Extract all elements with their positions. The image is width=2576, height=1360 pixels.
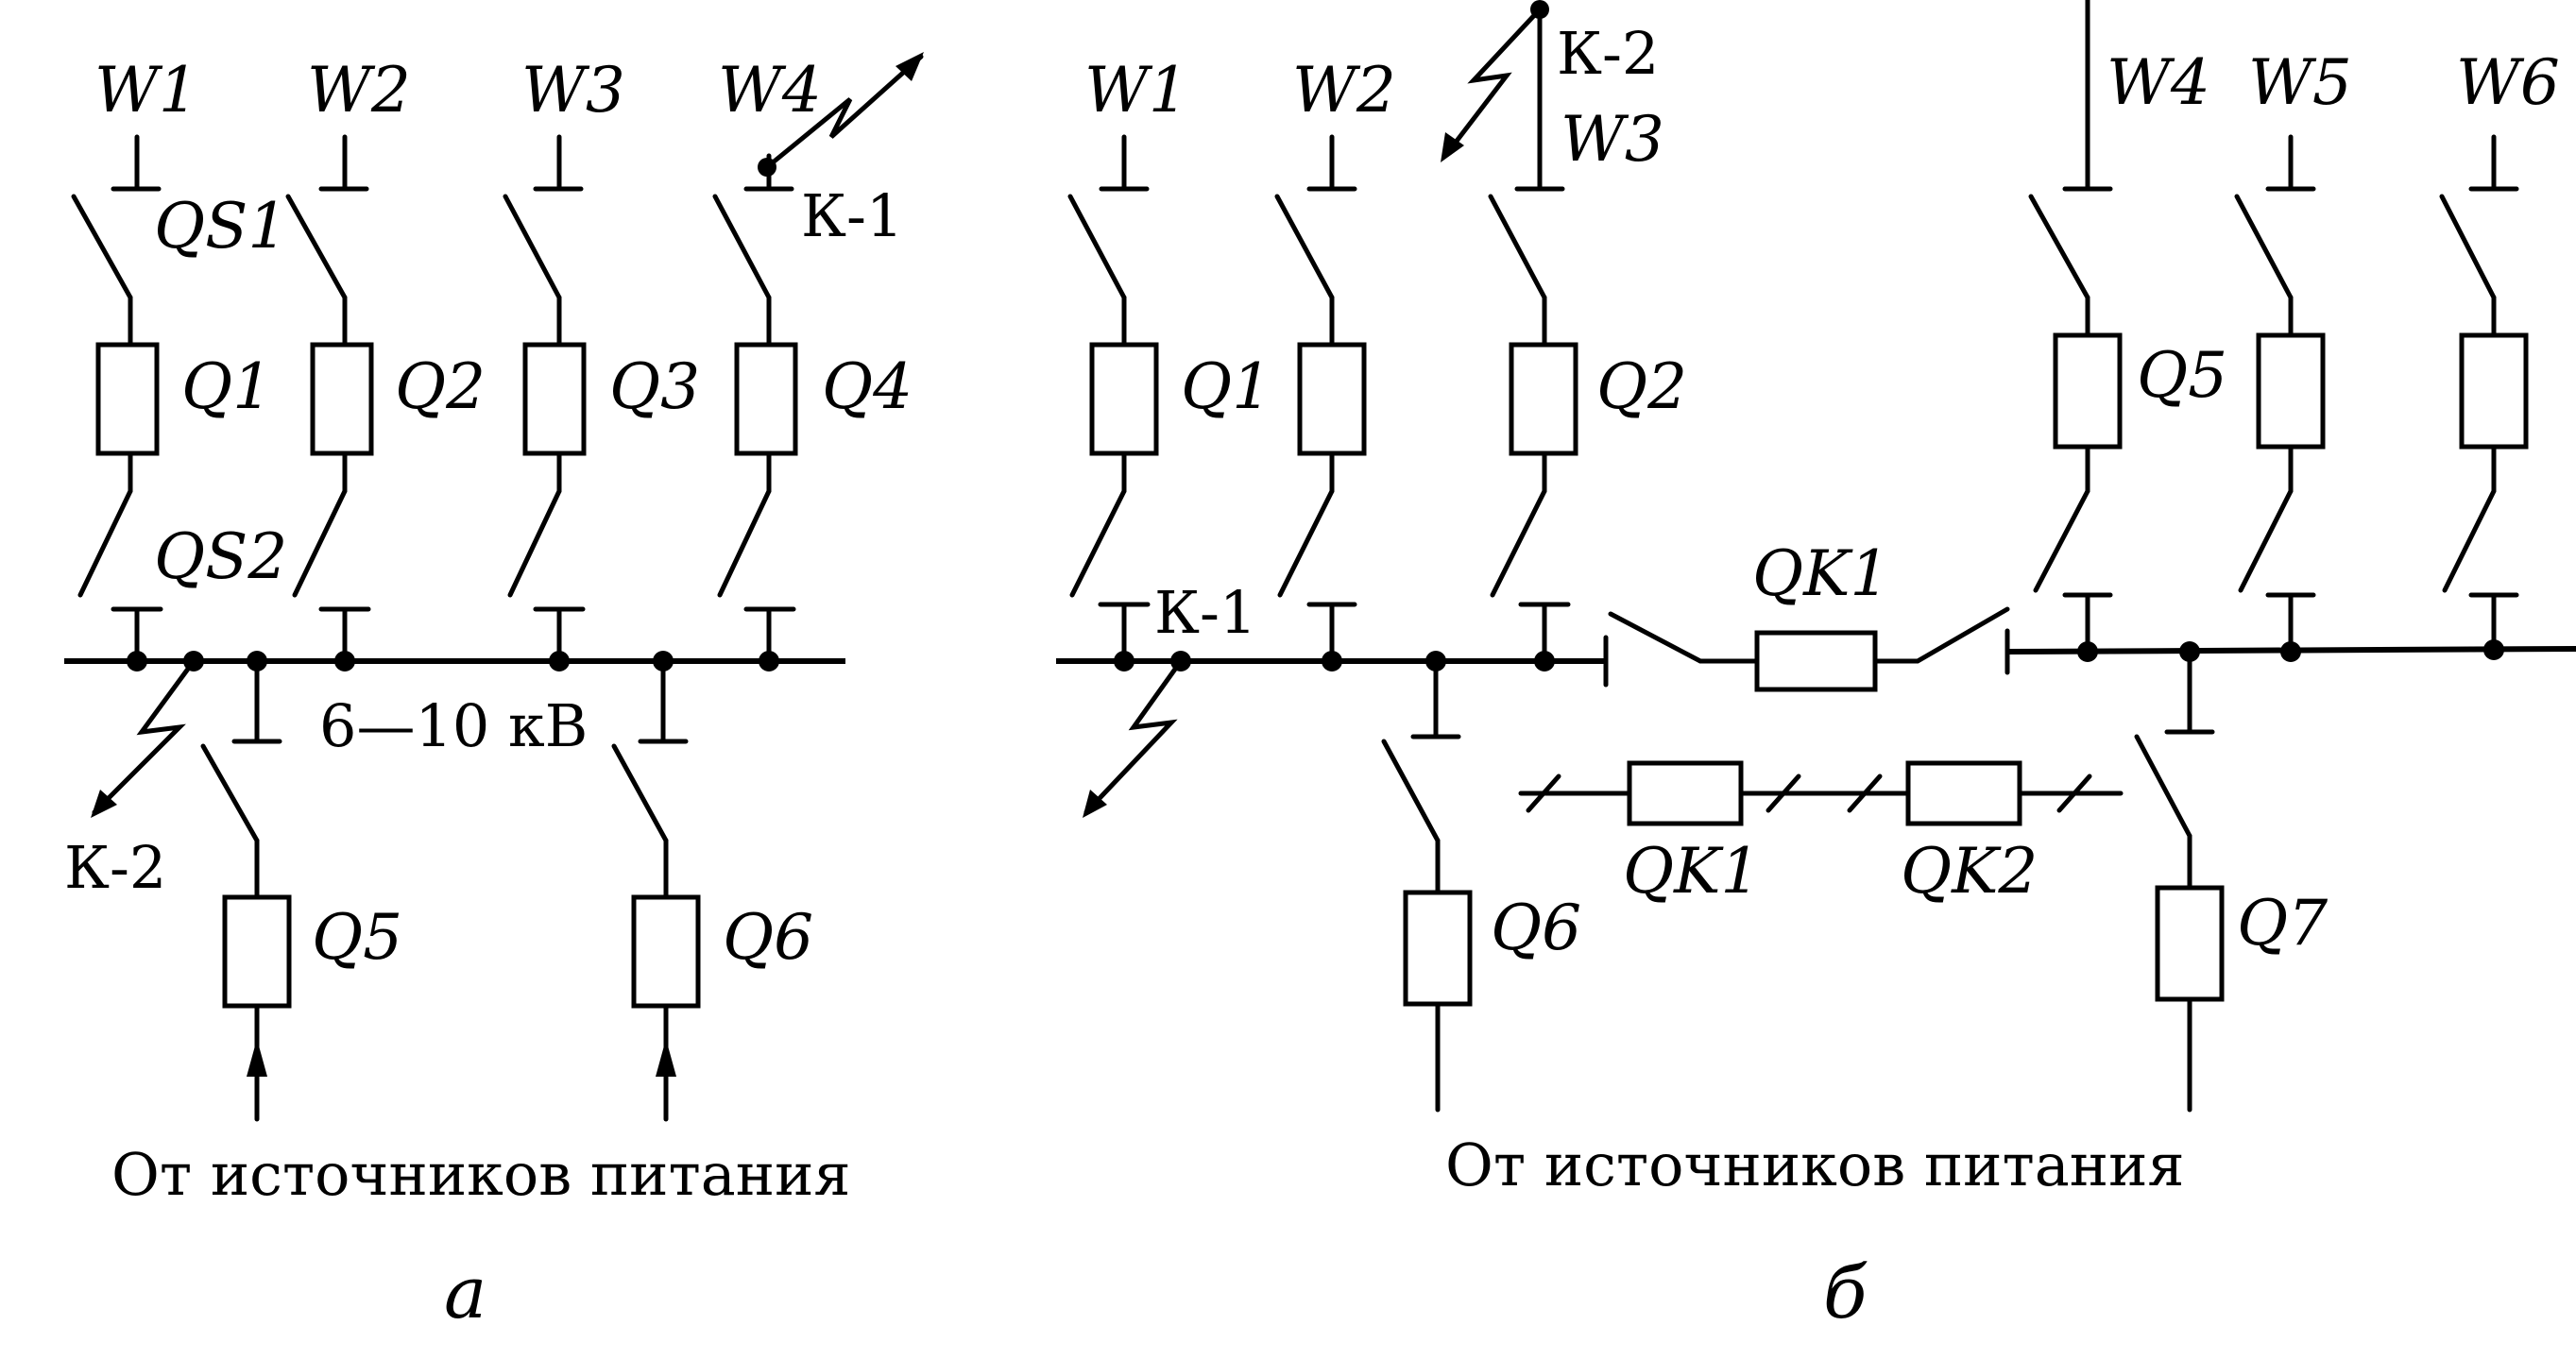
label-b-qk1-bottom: QK1 [1623, 835, 1760, 908]
feeder-b-w3 [1488, 0, 1578, 672]
source-b-q7 [2134, 641, 2225, 1113]
label-a-q2: Q2 [395, 350, 486, 423]
caption-b: б [1823, 1250, 1868, 1334]
label-a-w2: W2 [307, 54, 411, 127]
label-a-qs2: QS2 [154, 520, 287, 593]
feeder-a-w3 [503, 134, 587, 672]
breaker-a-q1 [95, 342, 160, 456]
breaker-b-q5 [2053, 332, 2123, 450]
label-a-w3: W3 [521, 54, 625, 127]
bus-tap-a-left [91, 651, 282, 818]
breaker-a-q3 [522, 342, 587, 456]
breaker-a-q5 [222, 894, 292, 1009]
feeder-a-w2 [285, 134, 374, 672]
label-b-w3: W3 [1561, 103, 1664, 176]
label-a-q5: Q5 [312, 901, 402, 974]
feeder-b-w4 [2028, 0, 2123, 662]
label-b-qk1-top: QK1 [1752, 537, 1889, 610]
label-b-w5: W5 [2248, 46, 2352, 119]
label-b-k1: К-1 [1154, 578, 1256, 647]
label-b-qk2: QK2 [1901, 835, 2038, 908]
label-a-sources: От источников питания [111, 1140, 851, 1209]
label-a-qs1: QS1 [154, 190, 287, 263]
label-b-q1: Q1 [1181, 350, 1271, 423]
feeder-a-w4 [712, 153, 798, 672]
scheme-b: W1 W2 W3 W4 W5 W6 Q1 Q2 Q5 К-2 К-1 QK1 Q… [1056, 0, 2576, 1334]
label-a-w4: W4 [718, 54, 822, 127]
split-breakers-qk1-qk2 [1518, 760, 2124, 826]
breaker-a-q2 [310, 342, 374, 456]
feeder-b-w2 [1274, 134, 1367, 672]
source-b-q6 [1381, 651, 1473, 1113]
label-b-sources: От источников питания [1445, 1130, 2185, 1199]
breaker-b-qk2 [1905, 760, 2022, 826]
label-b-w2: W2 [1292, 54, 1396, 127]
breaker-b-q7 [2155, 885, 2225, 1002]
breaker-b-q-w2 [1297, 342, 1367, 456]
breaker-a-q4 [734, 342, 798, 456]
label-a-q3: Q3 [609, 350, 700, 423]
breaker-a-q6 [631, 894, 701, 1009]
caption-a: а [444, 1250, 486, 1334]
feeder-b-w6 [2439, 134, 2529, 660]
feeder-b-w5 [2234, 134, 2326, 662]
label-b-w1: W1 [1084, 54, 1188, 127]
breaker-b-w5 [2256, 332, 2326, 450]
label-b-q5: Q5 [2137, 339, 2227, 412]
fault-k2-b [1441, 7, 1543, 162]
label-a-w1: W1 [94, 54, 198, 127]
breaker-b-qk1-bottom [1627, 760, 1744, 826]
label-b-q7: Q7 [2237, 887, 2328, 960]
label-b-q2: Q2 [1596, 350, 1687, 423]
fault-k1-a [758, 52, 924, 177]
sectional-breaker-qk1 [1608, 606, 2010, 692]
label-a-k2: К-2 [64, 833, 166, 902]
label-a-q6: Q6 [723, 901, 813, 974]
feeder-a-w1 [71, 134, 163, 672]
label-b-q6: Q6 [1491, 892, 1581, 964]
scheme-a: W1 W2 W3 W4 QS1 QS2 Q1 Q2 Q3 Q4 К-1 К-2 … [64, 52, 924, 1334]
breaker-b-q1 [1089, 342, 1159, 456]
label-a-voltage: 6—10 кВ [319, 691, 588, 760]
label-b-w6: W6 [2456, 46, 2560, 119]
feeder-b-w1 [1067, 134, 1159, 672]
breaker-b-w6 [2459, 332, 2529, 450]
source-a-q6 [611, 651, 701, 1122]
breaker-b-q2 [1509, 342, 1578, 456]
fault-k1-b [1083, 651, 1191, 818]
label-a-q1: Q1 [181, 350, 272, 423]
label-b-k2: К-2 [1557, 19, 1659, 88]
breaker-b-qk1-top [1754, 630, 1878, 692]
label-b-w4: W4 [2107, 46, 2210, 119]
label-a-q4: Q4 [822, 350, 913, 423]
breaker-b-q6 [1403, 890, 1473, 1007]
label-a-k1: К-1 [801, 181, 903, 250]
source-a-q5 [200, 743, 292, 1122]
